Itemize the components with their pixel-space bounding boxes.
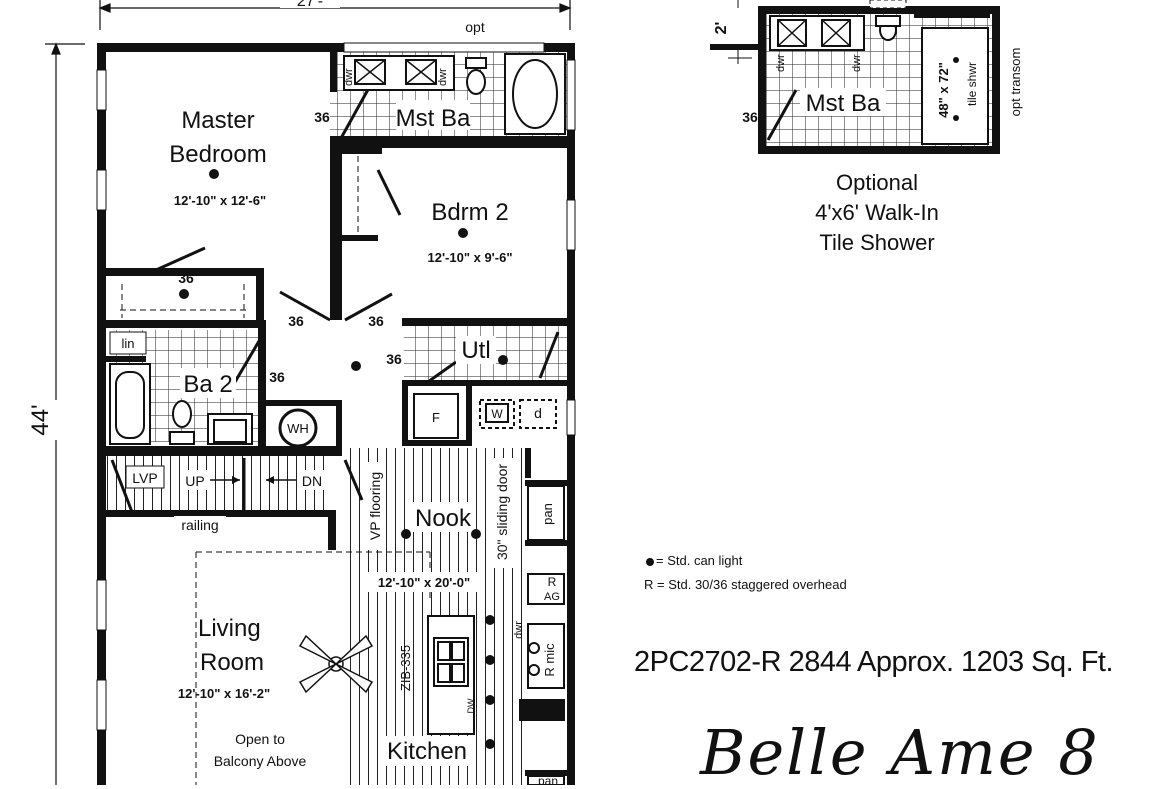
svg-text:WH: WH [287, 421, 309, 436]
top-width-dimension: 27'- [297, 0, 323, 10]
dwr-label-kitchen: dwr [513, 621, 525, 639]
sliding-door-label: 30" sliding door [494, 464, 510, 560]
model-title: 2PC2702-R 2844 Approx. 1203 Sq. Ft. [634, 646, 1114, 678]
optional-caption-line-2: 4'x6' Walk-In [815, 200, 939, 225]
door-36-ba2: 36 [269, 369, 285, 385]
lvp-label: LVP [132, 470, 157, 486]
legend-can-light: = Std. can light [656, 553, 743, 568]
utility-fixtures [413, 393, 557, 439]
mst-ba-fixtures [343, 53, 566, 135]
living-note-1: Open to [235, 731, 285, 747]
can-light-icon [401, 529, 411, 539]
door-36-master: 36 [288, 313, 304, 329]
door-36-closet: 36 [178, 270, 194, 286]
living-room-name-2: Room [200, 649, 264, 676]
mst-offset-dimension: 2' [713, 22, 730, 35]
ceiling-fan-icon [298, 634, 374, 694]
kitchen-counter [519, 485, 565, 785]
opt-transom-label: opt transom [1008, 48, 1023, 117]
inset-door-36: 36 [742, 109, 758, 125]
inset-dwr-2: dwr [851, 54, 863, 72]
door-36-bdrm2: 36 [368, 313, 384, 329]
optional-shower-caption: Optional 4'x6' Walk-In Tile Shower [780, 168, 974, 258]
can-light-icon [485, 739, 495, 749]
can-light-icon [485, 615, 495, 625]
living-note-2: Balcony Above [214, 753, 307, 769]
lin-label: lin [121, 336, 134, 351]
dw-label: DW [466, 698, 476, 713]
zib-label: ZIB-335 [398, 645, 413, 691]
model-signature: Belle Ame 8 [700, 716, 1100, 789]
can-light-icon [498, 355, 508, 365]
dwr-label-1: dwr [343, 68, 355, 86]
living-room-name-1: Living [198, 615, 261, 642]
can-light-icon [351, 361, 361, 371]
door-swings [110, 85, 560, 513]
up-label: UP [185, 473, 204, 489]
nook-size: 12'-10" x 20'-0" [378, 575, 470, 590]
can-light-icon [485, 695, 495, 705]
dn-label: DN [302, 473, 322, 489]
ba2-name: Ba 2 [183, 371, 232, 398]
pan-label-2: pan [538, 774, 558, 785]
r-mic-label: R mic [542, 643, 557, 677]
dryer-label: d [534, 405, 542, 421]
optional-shower-inset: dwr dwr 36 Mst Ba 48" x 72" tile shwr op… [710, 0, 1023, 154]
can-lights [179, 169, 508, 749]
tile-shwr-label: tile shwr [965, 62, 979, 106]
railing-label: railing [181, 517, 218, 533]
water-heater: WH [278, 408, 318, 448]
range-ag-label: AG [544, 591, 560, 603]
range-label: R [548, 575, 557, 589]
door-36-utl: 36 [386, 351, 402, 367]
living-room-size: 12'-10" x 16'-2" [178, 686, 270, 701]
tile-shwr-size: 48" x 72" [936, 62, 951, 118]
bdrm2-size: 12'-10" x 9'-6" [427, 250, 512, 265]
mst-ba-name: Mst Ba [396, 105, 471, 132]
inset-mst-ba-name: Mst Ba [806, 90, 881, 117]
landing: LVP UP DN railing [125, 458, 326, 534]
bdrm2-name: Bdrm 2 [431, 199, 508, 226]
legend-overhead: R = Std. 30/36 staggered overhead [644, 577, 847, 592]
vp-flooring-label: VP flooring [367, 472, 383, 540]
can-light-legend-icon [646, 558, 654, 566]
dwr-label-2: dwr [437, 68, 449, 86]
master-bedroom-size: 12'-10" x 12'-6" [174, 193, 266, 208]
master-bedroom-name-2: Bedroom [169, 141, 266, 168]
windows [96, 42, 576, 731]
utl-name: Utl [461, 337, 490, 364]
inset-dwr-1: dwr [775, 54, 787, 72]
can-light-icon [485, 655, 495, 665]
optional-caption-line-1: Optional [836, 170, 918, 195]
can-light-icon [471, 529, 481, 539]
optional-caption-line-3: Tile Shower [819, 230, 935, 255]
can-light-icon [179, 289, 189, 299]
nook-name: Nook [415, 505, 472, 532]
pan-label-1: pan [540, 503, 555, 525]
opt-label: opt [465, 19, 485, 35]
ba2-fixtures [109, 363, 253, 445]
kitchen-name: Kitchen [387, 738, 467, 765]
master-bedroom-name-1: Master [181, 107, 254, 134]
left-height-dimension: 44' [27, 404, 54, 435]
washer-label: W [491, 407, 503, 421]
kitchen-island [427, 615, 475, 735]
can-light-icon [458, 228, 468, 238]
can-light-icon [209, 169, 219, 179]
door-36-mst-ba: 36 [314, 109, 330, 125]
furnace-label: F [432, 410, 440, 425]
